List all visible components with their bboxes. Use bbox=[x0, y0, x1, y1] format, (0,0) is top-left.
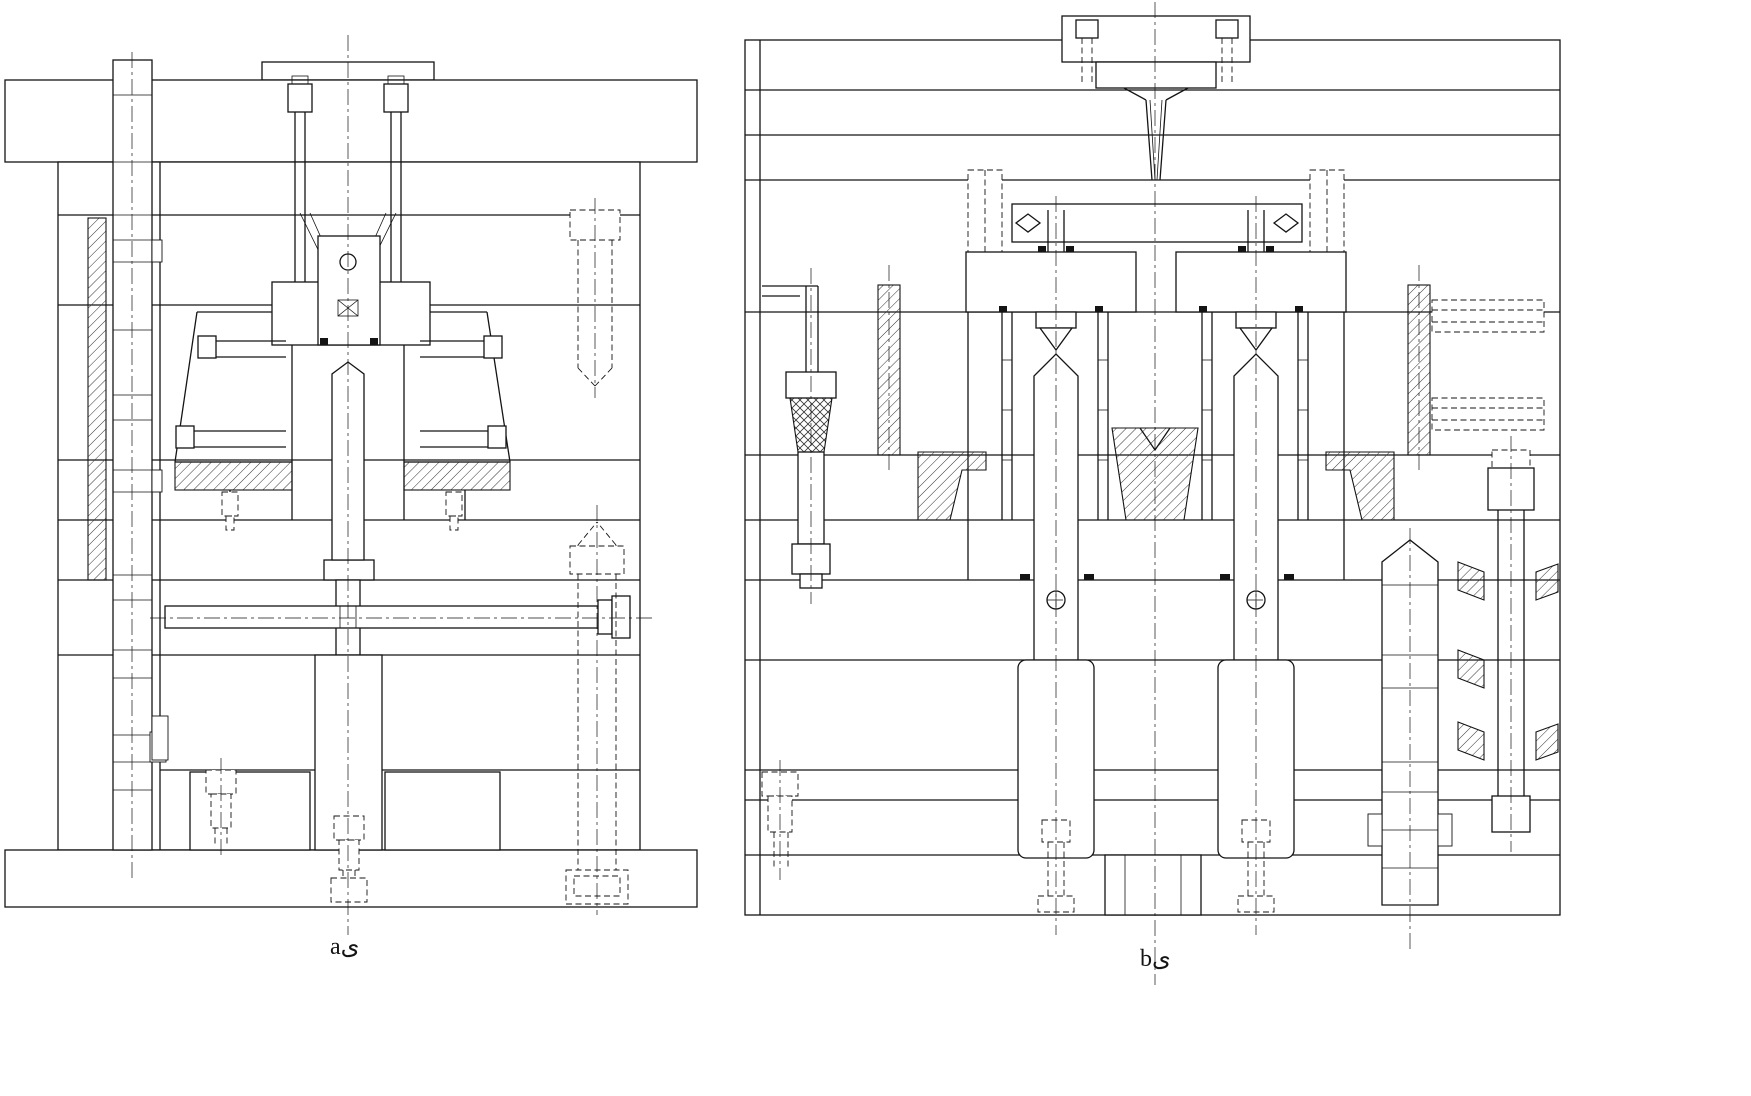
runner-plate bbox=[1011, 203, 1303, 252]
guide-pillar bbox=[112, 59, 169, 851]
nozzle-assembly bbox=[1061, 15, 1251, 181]
stepped-guide-pillar bbox=[1367, 528, 1453, 950]
bottom-center-block bbox=[1104, 854, 1202, 916]
hidden-bolt-lower-right bbox=[565, 505, 629, 915]
centerlines-right-drawing bbox=[1055, 2, 1257, 985]
support-blocks bbox=[189, 654, 501, 851]
ejector-bar bbox=[164, 595, 631, 639]
right-figure-label: bى bbox=[1140, 946, 1171, 972]
left-support-pin bbox=[762, 268, 837, 604]
left-mold-section-drawing bbox=[4, 35, 698, 935]
core-holder-blocks bbox=[965, 246, 1347, 352]
hidden-center-screw bbox=[330, 815, 368, 903]
left-column-stack bbox=[87, 217, 107, 581]
hidden-bolt-lower-left bbox=[761, 760, 799, 880]
cavity-sleeves bbox=[967, 306, 1345, 580]
sprue-bushing-assembly bbox=[271, 235, 431, 346]
guide-blocks bbox=[877, 265, 1431, 472]
sprue-puller-bolts bbox=[287, 75, 409, 337]
hidden-side-bolts-right bbox=[1431, 299, 1545, 431]
right-mold-section-drawing bbox=[744, 2, 1561, 985]
side-socket-bolts bbox=[175, 335, 507, 531]
left-figure-label: aى bbox=[330, 934, 360, 960]
hidden-return-pin-left bbox=[205, 758, 237, 856]
centerlines-left-drawing bbox=[131, 35, 652, 935]
hidden-bolt-upper-right bbox=[569, 198, 621, 398]
clamp-bolt-right bbox=[1457, 436, 1559, 852]
